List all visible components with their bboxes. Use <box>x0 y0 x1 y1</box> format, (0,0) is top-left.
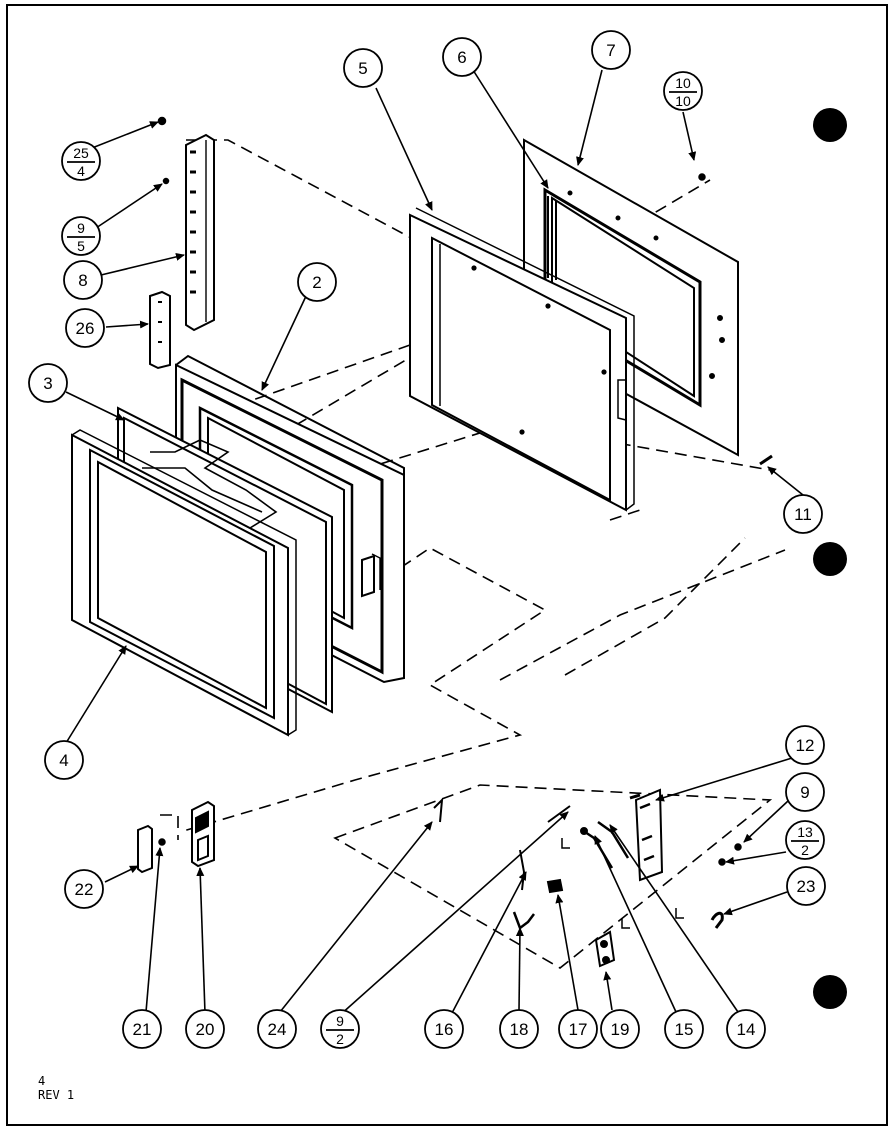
callout-number: 22 <box>75 880 94 899</box>
callout-number: 11 <box>794 505 812 524</box>
callout-number: 18 <box>510 1020 529 1039</box>
callout-number: 12 <box>796 736 815 755</box>
callout-25: 254 <box>61 141 101 181</box>
callout-number: 14 <box>737 1020 756 1039</box>
callout-8: 8 <box>63 260 103 300</box>
callout-number-top: 25 <box>73 145 89 161</box>
callout-13: 132 <box>785 820 825 860</box>
part-26-bracket <box>149 290 171 370</box>
callout-21: 21 <box>122 1009 162 1049</box>
part-22-handle <box>137 824 153 874</box>
callout-7: 7 <box>591 30 631 70</box>
callout-23: 23 <box>786 866 826 906</box>
callout-number-bottom: 10 <box>675 93 691 109</box>
callout-number: 3 <box>43 374 52 393</box>
callout-9: 9 <box>785 772 825 812</box>
callout-number: 20 <box>196 1020 215 1039</box>
callout-4: 4 <box>44 740 84 780</box>
callout-5: 5 <box>343 48 383 88</box>
callout-22: 22 <box>64 869 104 909</box>
callout-number-bottom: 2 <box>801 842 809 858</box>
callout-24: 24 <box>257 1009 297 1049</box>
callout-16: 16 <box>424 1009 464 1049</box>
callout-number: 26 <box>76 319 95 338</box>
callout-number-top: 9 <box>77 220 85 236</box>
binder-hole-middle <box>813 542 847 576</box>
page-number: 4 <box>38 1074 46 1088</box>
callout-number: 2 <box>312 273 321 292</box>
callout-number: 8 <box>78 271 87 290</box>
part-20-latch <box>191 800 215 868</box>
callout-15: 15 <box>664 1009 704 1049</box>
callout-number-top: 10 <box>675 75 691 91</box>
callout-9b: 92 <box>320 1009 360 1049</box>
callout-number: 19 <box>611 1020 630 1039</box>
callout-18: 18 <box>499 1009 539 1049</box>
callout-number: 7 <box>606 41 615 60</box>
callout-19: 19 <box>600 1009 640 1049</box>
callout-number: 16 <box>435 1020 454 1039</box>
callout-3: 3 <box>28 363 68 403</box>
callout-number: 15 <box>675 1020 694 1039</box>
part-4-trim-frame <box>71 429 297 737</box>
callout-number: 23 <box>797 877 816 896</box>
latch-assembly <box>433 788 724 968</box>
binder-hole-top <box>813 108 847 142</box>
callout-number-top: 9 <box>336 1013 344 1029</box>
callout-12: 12 <box>785 725 825 765</box>
callout-9a: 95 <box>61 216 101 256</box>
callout-number: 4 <box>59 751 68 770</box>
callout-number: 9 <box>800 783 809 802</box>
callout-2: 2 <box>297 262 337 302</box>
callout-number-top: 13 <box>797 824 813 840</box>
revision-label: REV 1 <box>38 1088 75 1102</box>
part-8-hinge-rail <box>185 133 215 332</box>
part-5-inner-frame <box>409 207 635 512</box>
callout-number: 6 <box>457 48 466 67</box>
callout-17: 17 <box>558 1009 598 1049</box>
callout-number: 17 <box>569 1020 588 1039</box>
callout-26: 26 <box>65 308 105 348</box>
callout-number: 21 <box>133 1020 152 1039</box>
callout-6: 6 <box>442 37 482 77</box>
binder-hole-bottom <box>813 975 847 1009</box>
callout-20: 20 <box>185 1009 225 1049</box>
callout-11: 11 <box>783 494 823 534</box>
callout-number: 5 <box>358 59 367 78</box>
callout-number-bottom: 4 <box>77 163 85 179</box>
callout-number: 24 <box>268 1020 287 1039</box>
small-hardware <box>157 116 773 866</box>
leader-arrows <box>65 69 804 1018</box>
callout-number-bottom: 2 <box>336 1031 344 1047</box>
callout-number-bottom: 5 <box>77 238 85 254</box>
callout-14: 14 <box>726 1009 766 1049</box>
